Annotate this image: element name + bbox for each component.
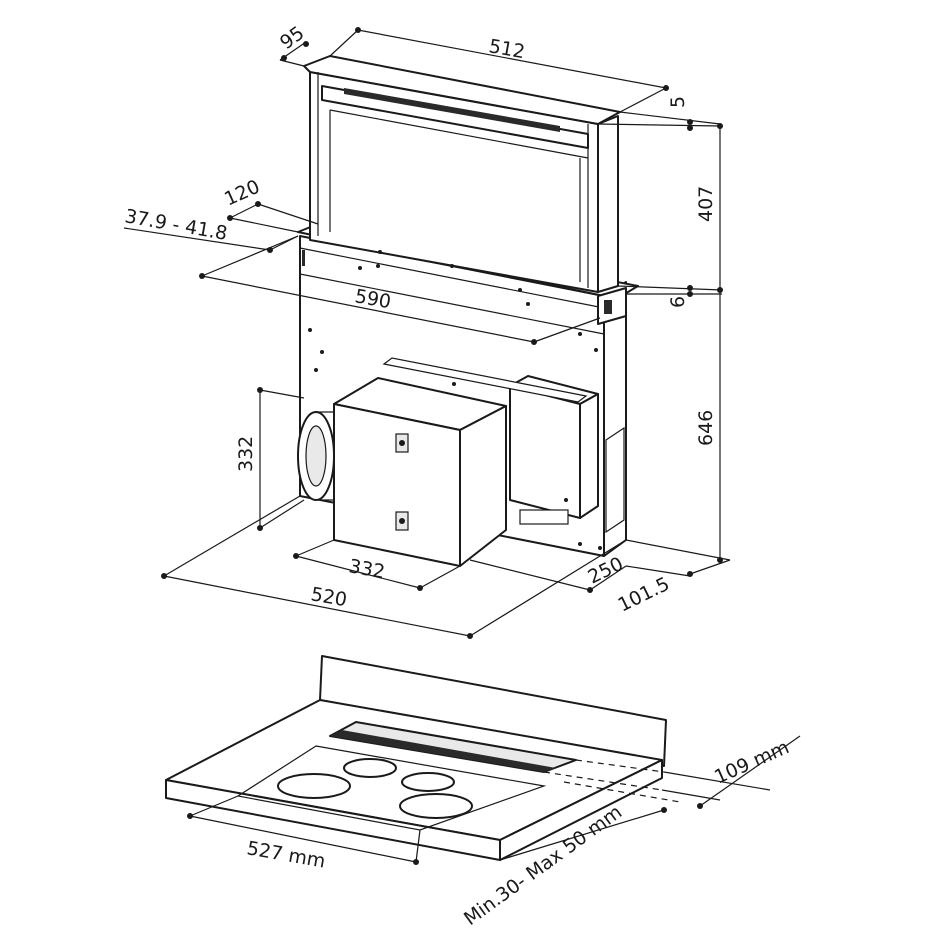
- label-motor-height: 332: [235, 436, 257, 472]
- cooktop-burners: [277, 758, 473, 819]
- electrical-box-side: [579, 393, 599, 519]
- top-bracket: [382, 357, 588, 403]
- motor-box-side: [459, 405, 507, 567]
- label-cutout-width: 527 mm: [245, 837, 327, 872]
- label-rear-offset: 101.5: [615, 573, 674, 617]
- label-base-depth: 250: [585, 553, 627, 589]
- label-deck-gap: 6: [667, 296, 689, 308]
- motor-box-front: [333, 403, 461, 567]
- label-lip: 5: [667, 96, 689, 108]
- countertop-installation: [165, 655, 681, 861]
- label-body-height: 646: [695, 410, 717, 446]
- fan-inlet: [297, 411, 335, 501]
- lower-dimension-lines: [187, 735, 801, 865]
- mounting-holes: [308, 250, 602, 550]
- label-motor-width: 332: [347, 555, 387, 583]
- upper-dimension-lines: [123, 27, 731, 639]
- riser-side: [597, 115, 619, 293]
- label-cutout-depth: 109 mm: [711, 736, 792, 788]
- label-top-depth: 95: [276, 22, 308, 54]
- label-top-width: 512: [487, 35, 527, 63]
- hood-unit: [297, 55, 639, 567]
- label-base-width: 520: [309, 583, 349, 611]
- label-range: 37.9 - 41.8: [123, 205, 229, 245]
- riser-top: [303, 55, 621, 125]
- side-access-plate: [605, 426, 625, 534]
- electrical-box-front: [509, 385, 581, 519]
- grille-slot: [344, 88, 560, 132]
- label-rise-height: 407: [695, 186, 717, 222]
